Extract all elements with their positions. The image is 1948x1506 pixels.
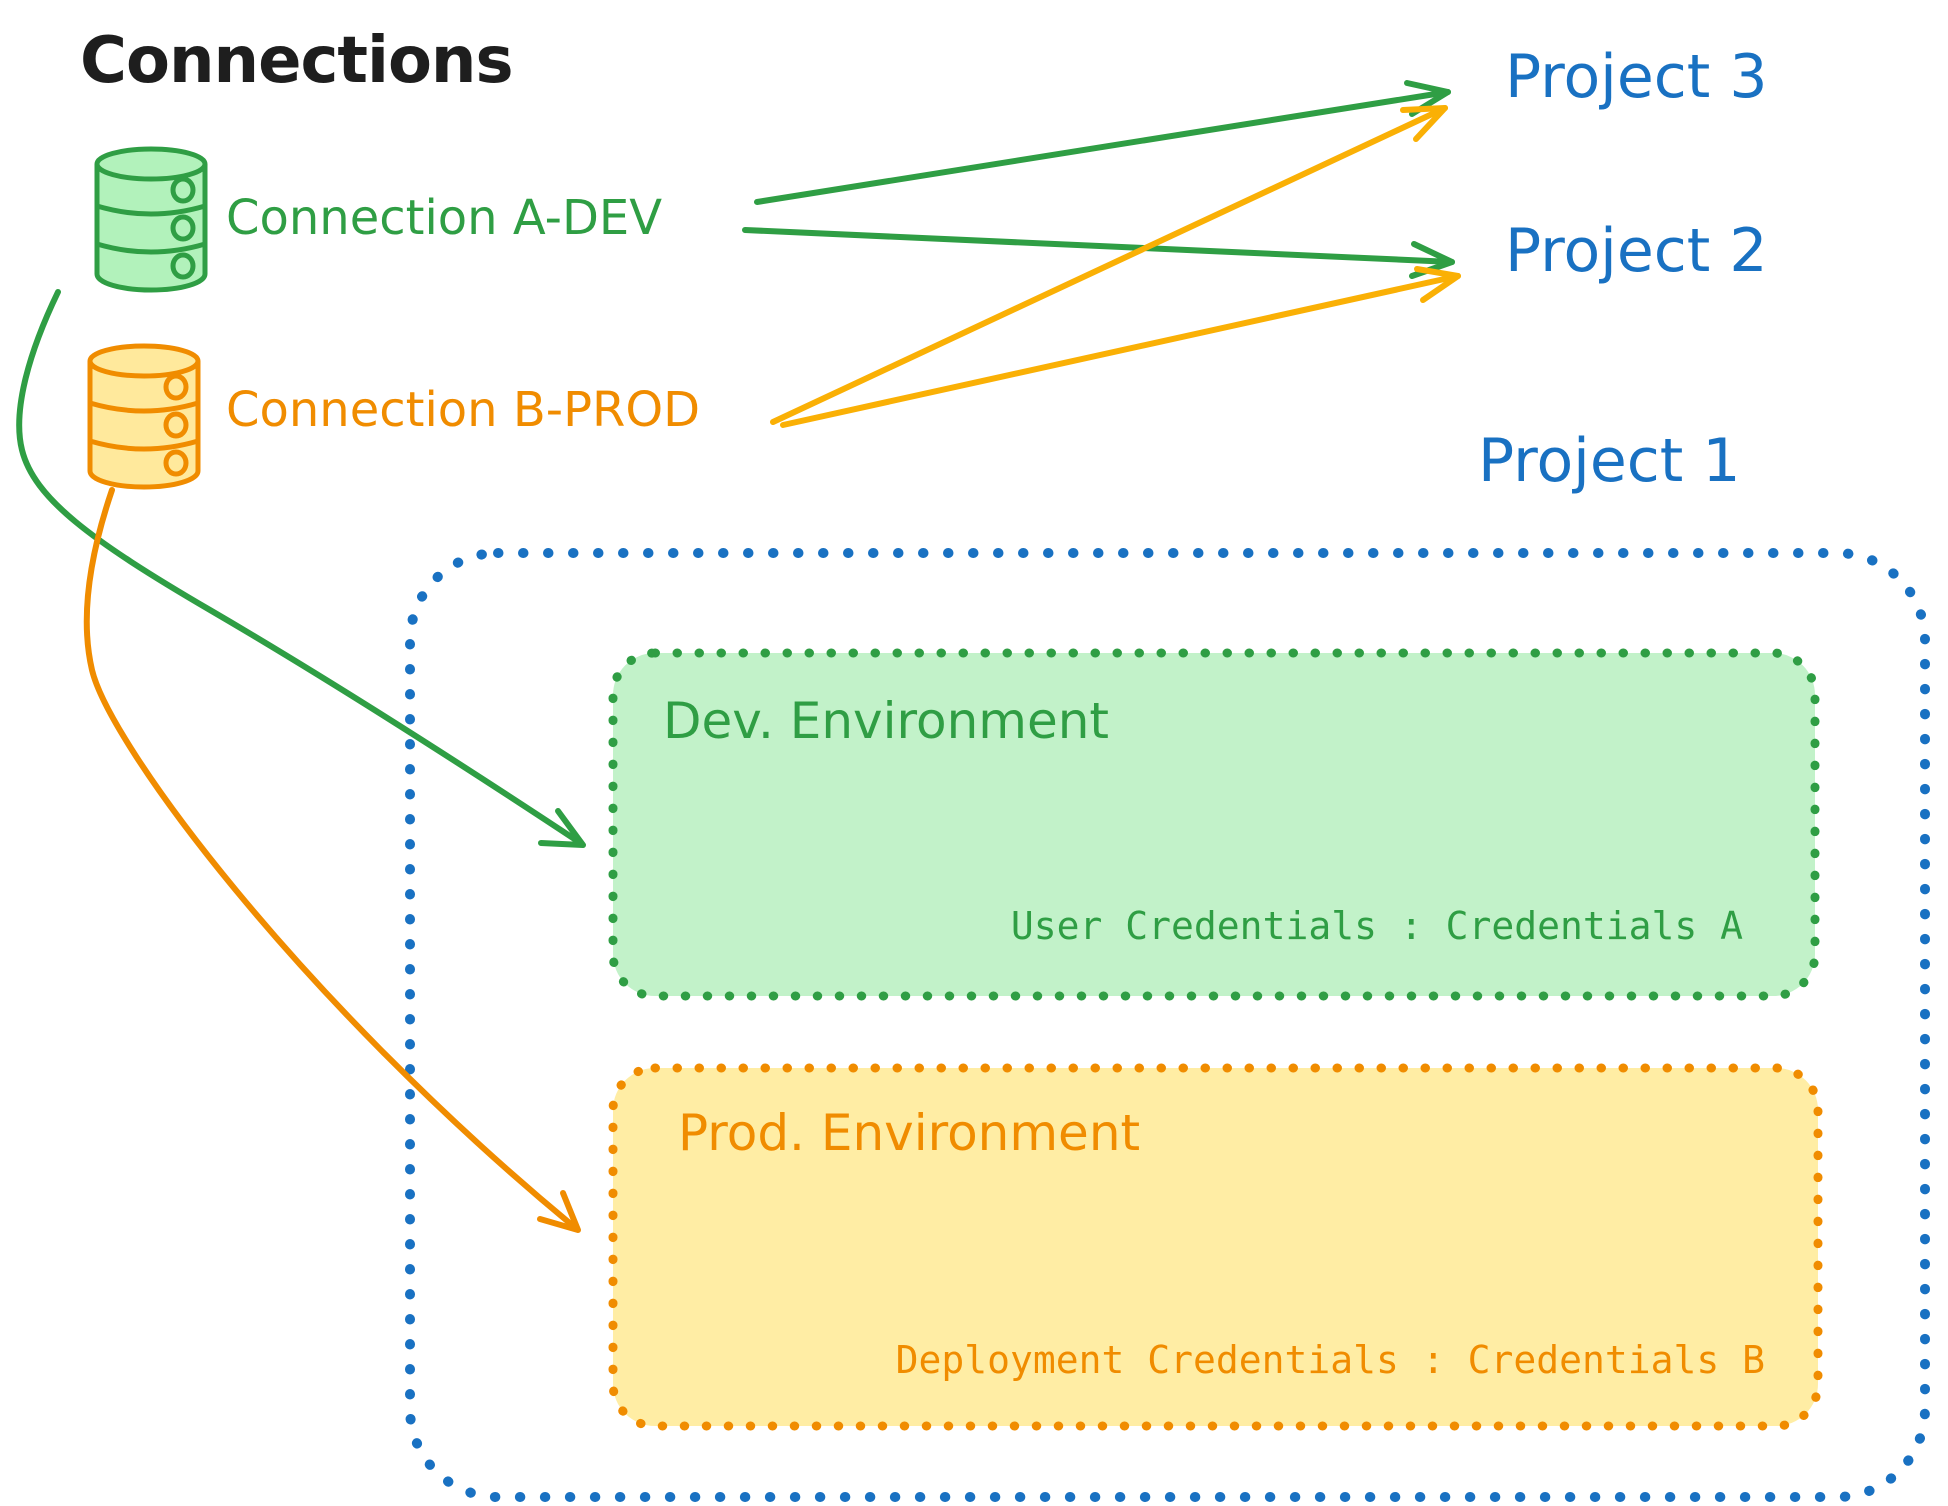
arrow-bprod-to-project2 <box>780 266 1461 428</box>
diagram-title: Connections <box>80 24 514 98</box>
project1-box <box>405 548 1930 1502</box>
arrow-bprod-to-project3 <box>770 105 1448 425</box>
arrow-adev-to-project3 <box>754 80 1451 205</box>
prod-environment-credentials: Deployment Credentials : Credentials B <box>895 1338 1765 1382</box>
arrow-adev-to-dev-environment <box>16 289 586 848</box>
prod-environment-box <box>608 1063 1823 1431</box>
dev-environment-title: Dev. Environment <box>663 692 1110 750</box>
prod-environment-title: Prod. Environment <box>678 1104 1141 1162</box>
project1-label: Project 1 <box>1478 426 1741 496</box>
database-icon-a-dev <box>94 146 208 293</box>
project3-label: Project 3 <box>1505 42 1768 112</box>
project2-label: Project 2 <box>1505 216 1768 286</box>
dev-environment-box <box>608 648 1820 1001</box>
dev-environment-credentials: User Credentials : Credentials A <box>1010 904 1743 948</box>
arrow-bprod-to-prod-environment <box>83 487 581 1233</box>
connection-b-prod-label: Connection B-PROD <box>226 382 701 438</box>
connection-a-dev-label: Connection A-DEV <box>226 190 663 246</box>
database-icon-b-prod <box>87 343 201 490</box>
